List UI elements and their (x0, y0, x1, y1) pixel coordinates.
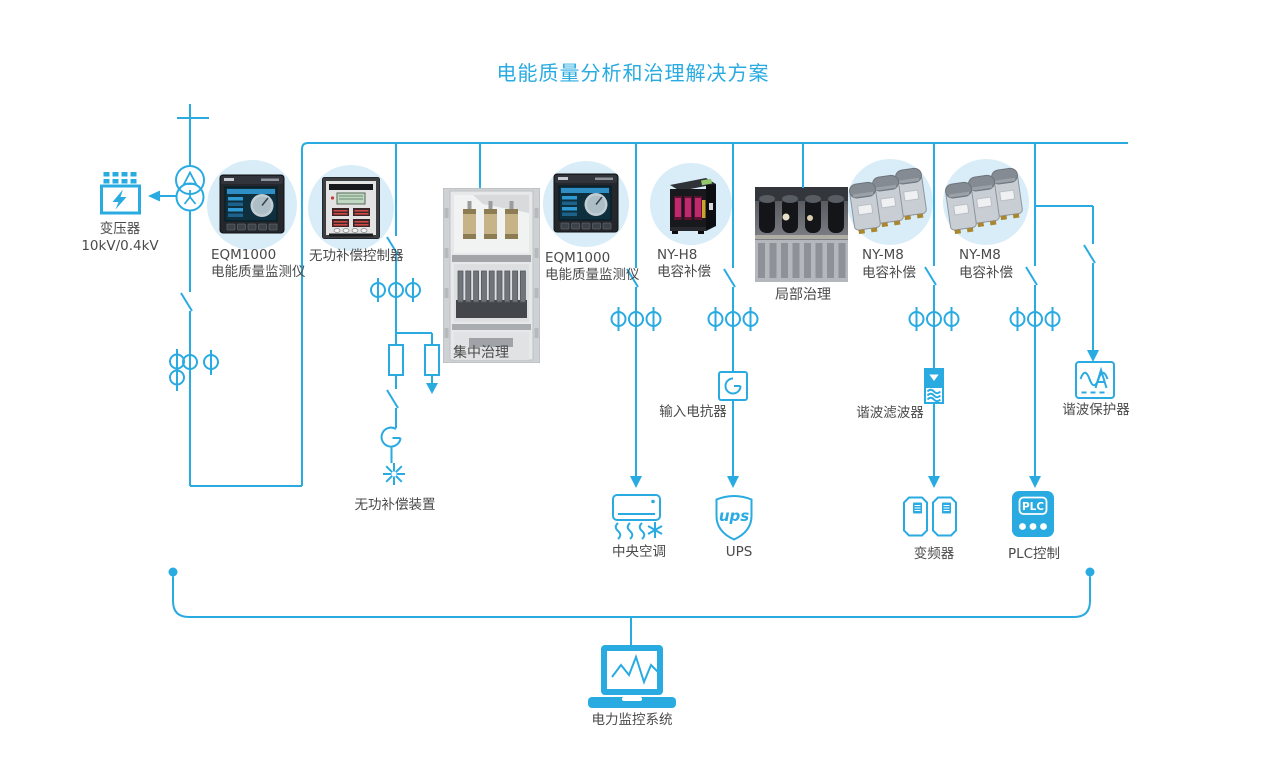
capacitor-star-symbol (383, 463, 405, 485)
label-local-treatment: 局部治理 (775, 287, 831, 303)
label-plc: PLC控制 (1007, 546, 1061, 562)
label-ups: UPS (725, 544, 753, 560)
photo-centralized-treatment (442, 187, 541, 367)
page-title: 电能质量分析和治理解决方案 (496, 61, 770, 85)
label-monitoring-system: 电力监控系统 (591, 712, 673, 728)
label-harmonic-protector: 谐波保护器 (1062, 402, 1130, 418)
label-reactive-compensation: 无功补偿装置 (354, 497, 436, 513)
label-eqm2-model: EQM1000 (545, 250, 611, 266)
label-eqm1-model: EQM1000 (211, 247, 277, 263)
monitoring-laptop-icon (588, 645, 676, 708)
ups-icon: ups (715, 495, 753, 541)
product-photo-ny-m8-2 (943, 159, 1029, 245)
label-transformer: 变压器 (99, 221, 141, 237)
arrow-down-icon (630, 476, 642, 488)
product-photo-eqm1000-1 (207, 160, 297, 250)
label-rpc-controller: 无功补偿控制器 (309, 248, 404, 264)
input-reactor-icon (718, 371, 748, 401)
arrow-down-icon (426, 383, 438, 394)
central-ac-icon (612, 494, 663, 540)
transformer-symbol-delta-circle (175, 165, 205, 195)
arrow-down-icon (928, 476, 940, 488)
bus-terminal-dot (168, 567, 178, 577)
ups-logo-text: ups (719, 507, 749, 525)
arrow-down-icon (727, 476, 739, 488)
arrow-down-icon (1029, 476, 1041, 488)
lightning-icon (112, 189, 127, 210)
branch-vfd (908, 143, 960, 476)
arrow-down-icon (1087, 350, 1099, 362)
ny-m8-capacitor-image (849, 167, 927, 235)
fuse-symbol (388, 344, 404, 376)
equipment-image (755, 187, 848, 282)
product-photo-ny-h8 (650, 163, 732, 245)
label-transformer-rating: 10kV/0.4kV (81, 238, 159, 254)
product-photo-eqm1000-2 (543, 161, 629, 247)
label-nym8-1-name: 电容补偿 (862, 265, 916, 281)
label-vfd: 变频器 (913, 546, 955, 562)
label-eqm1-name: 电能质量监测仪 (211, 264, 306, 280)
harmonic-filter-icon (924, 368, 944, 404)
label-eqm2-name: 电能质量监测仪 (545, 267, 640, 283)
product-photo-ny-m8-1 (847, 159, 933, 245)
label-central-ac: 中央空调 (612, 544, 666, 560)
cabinet-image (442, 187, 541, 364)
waveform-icon (611, 654, 659, 685)
plc-icon: PLC (1012, 491, 1054, 537)
branch-reactive-compensation (370, 143, 440, 485)
branch-ups (707, 143, 759, 476)
product-photo-rpc-controller (308, 165, 394, 251)
harmonic-protector-icon (1075, 361, 1115, 399)
photo-local-treatment (755, 187, 848, 286)
ny-m8-capacitor-image (945, 167, 1023, 235)
branch-plc (1009, 143, 1096, 476)
branch-central-ac (610, 143, 662, 476)
snowflake-icon (647, 522, 663, 538)
label-harmonic-filter: 谐波滤波器 (856, 405, 924, 421)
transformer-icon (100, 172, 141, 215)
label-nym8-2-model: NY-M8 (959, 247, 1001, 263)
left-feeder-line (160, 104, 1128, 487)
eqm1000-meter-image (219, 174, 285, 234)
label-nym8-1-model: NY-M8 (862, 247, 904, 263)
eqm1000-meter-image (553, 173, 619, 233)
label-input-reactor: 输入电抗器 (659, 404, 727, 420)
label-centralized-treatment: 集中治理 (453, 345, 509, 361)
label-nyh8-name: 电容补偿 (657, 264, 711, 280)
monitoring-bus-line (172, 576, 1091, 646)
label-nyh8-model: NY-H8 (657, 247, 698, 263)
vfd-icon (903, 496, 957, 537)
arrow-to-transformer (148, 190, 160, 202)
reactor-coil-symbol (380, 426, 402, 463)
rpc-controller-image (322, 177, 380, 239)
plc-icon-text: PLC (1022, 501, 1044, 513)
ny-h8-capacitor-image (670, 178, 716, 234)
fuse-symbol (424, 344, 440, 376)
label-nym8-2-name: 电容补偿 (959, 265, 1013, 281)
bus-terminal-dot (1085, 567, 1095, 577)
